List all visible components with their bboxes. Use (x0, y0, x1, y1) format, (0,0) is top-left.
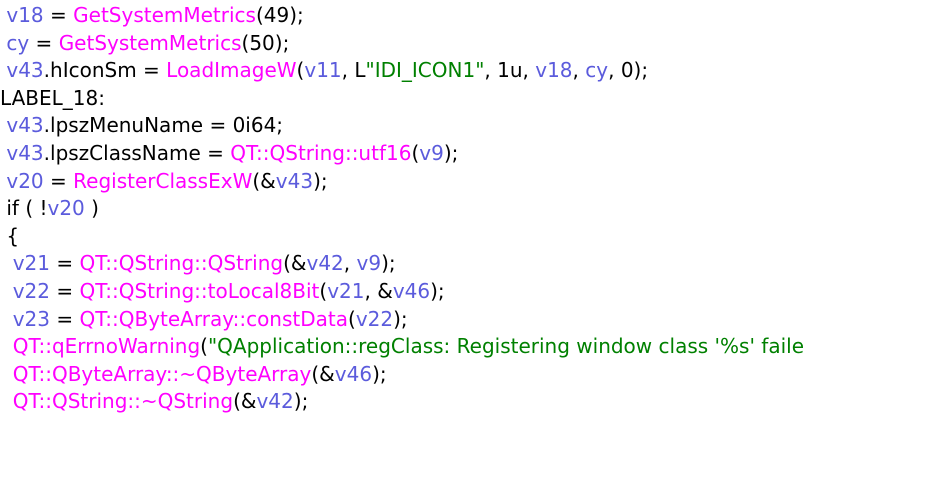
token-default: ); (430, 278, 445, 303)
token-function[interactable]: QT::QByteArray::constData (79, 306, 349, 331)
token-variable[interactable]: v42 (306, 251, 344, 276)
token-default: = (50, 251, 80, 276)
token-function[interactable]: QT::QString::utf16 (230, 140, 412, 165)
code-line[interactable]: LABEL_18: (0, 85, 930, 113)
token-function[interactable]: QT::QString::~QString (12, 389, 234, 414)
code-line[interactable]: { (0, 223, 930, 251)
code-line[interactable]: v23 = QT::QByteArray::constData(v22); (0, 306, 930, 334)
token-default: , 0); (608, 58, 649, 83)
token-default: ) (84, 196, 99, 221)
token-function[interactable]: QT::qErrnoWarning (12, 334, 201, 359)
token-string[interactable]: "IDI_ICON1" (365, 58, 485, 83)
token-variable[interactable]: v43 (6, 140, 44, 165)
token-default: .lpszMenuName = 0i64; (43, 113, 284, 138)
code-line[interactable]: v22 = QT::QString::toLocal8Bit(v21, &v46… (0, 278, 930, 306)
code-line[interactable]: QT::QByteArray::~QByteArray(&v46); (0, 361, 930, 389)
token-string[interactable]: "QApplication::regClass: Registering win… (207, 334, 805, 359)
token-function[interactable]: QT::QString::QString (79, 251, 284, 276)
token-variable[interactable]: v21 (327, 278, 365, 303)
token-variable[interactable]: v22 (355, 306, 394, 331)
token-default: ); (443, 140, 459, 165)
token-default: , (572, 58, 586, 83)
token-variable[interactable]: v18 (6, 3, 44, 27)
token-default: = (43, 3, 74, 27)
token-variable[interactable]: v43 (6, 58, 44, 83)
token-function[interactable]: QT::QString::toLocal8Bit (79, 278, 320, 303)
token-default: ( (319, 278, 328, 303)
token-default: LABEL_18: (0, 85, 105, 110)
token-function[interactable]: GetSystemMetrics (73, 3, 256, 27)
token-function[interactable]: GetSystemMetrics (58, 30, 242, 55)
token-variable[interactable]: v21 (12, 251, 51, 276)
token-default: = (43, 168, 74, 193)
token-default: .hIconSm = (43, 58, 167, 83)
token-default: ( (200, 334, 208, 359)
token-default: ); (372, 361, 387, 386)
code-line[interactable]: if ( !v20 ) (0, 195, 930, 223)
token-default (0, 251, 13, 275)
code-line[interactable]: v20 = RegisterClassExW(&v43); (0, 168, 930, 196)
token-default: (& (283, 251, 307, 276)
token-default: { (0, 223, 20, 248)
token-variable[interactable]: v42 (256, 389, 294, 414)
token-default: ( (348, 306, 356, 331)
token-default (0, 389, 13, 413)
token-variable[interactable]: v18 (535, 58, 573, 83)
token-default (0, 307, 13, 331)
token-default: = (29, 30, 59, 55)
token-variable[interactable]: v20 (6, 168, 44, 193)
token-default: (& (233, 389, 257, 414)
token-default: = (50, 278, 80, 303)
token-variable[interactable]: v43 (275, 168, 314, 193)
code-line[interactable]: v21 = QT::QString::QString(&v42, v9); (0, 250, 930, 278)
token-default: ); (313, 168, 328, 193)
token-default: (& (252, 168, 276, 193)
token-default: , (343, 251, 357, 276)
token-variable[interactable]: v46 (334, 361, 373, 386)
token-default: (& (311, 361, 335, 386)
token-default: , & (364, 278, 393, 303)
token-default: = (50, 306, 80, 331)
token-default: if ( ! (0, 196, 48, 221)
token-variable[interactable]: v9 (356, 251, 382, 276)
code-line[interactable]: v43.hIconSm = LoadImageW(v11, L"IDI_ICON… (0, 57, 930, 85)
code-line[interactable]: v43.lpszClassName = QT::QString::utf16(v… (0, 140, 930, 168)
token-variable[interactable]: v22 (12, 278, 51, 303)
token-default: ( (411, 140, 420, 165)
code-line[interactable]: v43.lpszMenuName = 0i64; (0, 112, 930, 140)
token-default (0, 362, 13, 386)
code-line[interactable]: QT::QString::~QString(&v42); (0, 388, 930, 416)
token-function[interactable]: RegisterClassExW (73, 168, 253, 193)
token-function[interactable]: LoadImageW (166, 58, 297, 83)
token-variable[interactable]: v46 (392, 278, 431, 303)
code-line[interactable]: cy = GetSystemMetrics(50); (0, 30, 930, 58)
token-default: , 1u, (484, 58, 536, 83)
token-variable[interactable]: cy (6, 30, 30, 55)
token-default: .lpszClassName = (43, 140, 231, 165)
code-line[interactable]: QT::qErrnoWarning("QApplication::regClas… (0, 333, 930, 361)
code-line[interactable]: v18 = GetSystemMetrics(49); (0, 2, 930, 30)
token-variable[interactable]: v43 (6, 113, 44, 138)
token-default: ); (381, 251, 396, 276)
token-variable[interactable]: v20 (47, 196, 85, 221)
token-default (0, 279, 13, 303)
token-default: ); (293, 389, 309, 414)
token-variable[interactable]: v9 (419, 140, 444, 165)
token-variable[interactable]: v11 (304, 58, 342, 83)
token-default: (49); (255, 3, 304, 27)
token-default: ); (393, 306, 408, 331)
token-default: (50); (241, 30, 290, 55)
token-variable[interactable]: cy (585, 58, 609, 83)
token-default (0, 334, 13, 358)
token-function[interactable]: QT::QByteArray::~QByteArray (12, 361, 312, 386)
token-variable[interactable]: v23 (12, 306, 51, 331)
token-default: , L (341, 58, 366, 83)
token-default: ( (296, 58, 305, 83)
